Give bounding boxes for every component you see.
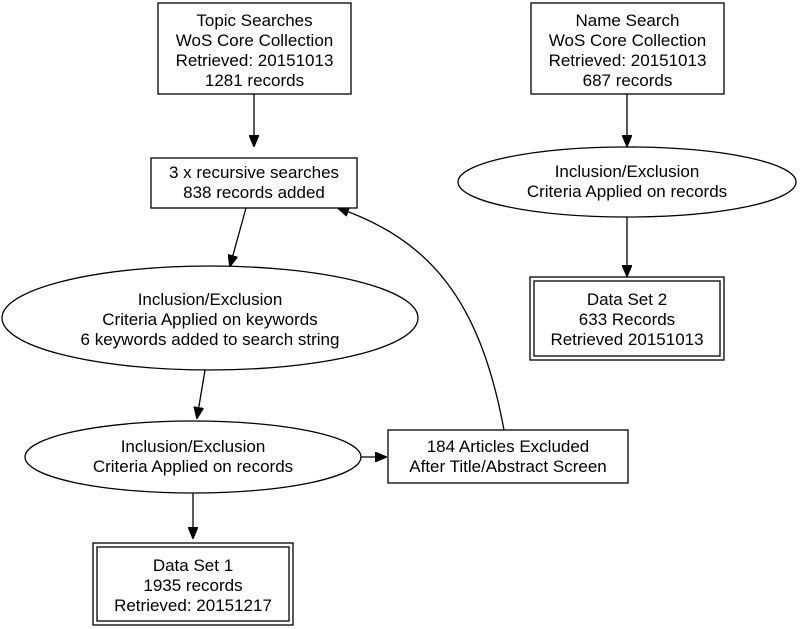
node-box: [157, 2, 352, 95]
node-line: 633 Records: [579, 310, 675, 329]
edge-excluded-to-recursive: [338, 208, 505, 431]
node-box: [150, 157, 358, 209]
node-line: 6 keywords added to search string: [81, 330, 340, 349]
node-line: 1935 records: [143, 576, 242, 595]
node-line: 1281 records: [205, 71, 304, 90]
node-line: WoS Core Collection: [549, 31, 706, 50]
node-line: 184 Articles Excluded: [427, 437, 590, 456]
node-line: After Title/Abstract Screen: [409, 457, 606, 476]
edge-keywords-to-records-left: [197, 369, 206, 418]
node-box: [387, 429, 629, 484]
node-topic-searches: Topic Searches WoS Core Collection Retri…: [157, 2, 352, 95]
node-line: Inclusion/Exclusion: [121, 437, 266, 456]
node-ellipse: [24, 420, 362, 494]
node-ellipse: [457, 146, 797, 218]
node-box: [530, 2, 725, 95]
node-line: 687 records: [583, 71, 673, 90]
node-line: Retrieved: 20151013: [549, 51, 707, 70]
edge-recursive-to-keywords: [230, 207, 247, 266]
node-line: Retrieved: 20151217: [114, 596, 272, 615]
node-line: 3 x recursive searches: [169, 163, 339, 182]
edges: [193, 94, 627, 538]
node-articles-excluded: 184 Articles Excluded After Title/Abstra…: [387, 429, 629, 484]
node-criteria-records-right: Inclusion/Exclusion Criteria Applied on …: [457, 146, 797, 218]
node-line: Inclusion/Exclusion: [555, 162, 700, 181]
node-line: Retrieved: 20151013: [176, 51, 334, 70]
node-line: Criteria Applied on records: [527, 182, 727, 201]
node-line: Inclusion/Exclusion: [138, 290, 283, 309]
node-line: Retrieved 20151013: [550, 330, 703, 349]
node-ellipse: [1, 265, 419, 371]
node-line: Criteria Applied on records: [93, 457, 293, 476]
node-line: Data Set 2: [587, 290, 667, 309]
node-line: WoS Core Collection: [176, 31, 333, 50]
node-data-set-2: Data Set 2 633 Records Retrieved 2015101…: [529, 276, 725, 361]
node-criteria-records-left: Inclusion/Exclusion Criteria Applied on …: [24, 420, 362, 494]
node-box-inner: [533, 280, 721, 357]
node-data-set-1: Data Set 1 1935 records Retrieved: 20151…: [92, 542, 294, 626]
node-recursive-searches: 3 x recursive searches 838 records added: [150, 157, 358, 209]
node-criteria-keywords: Inclusion/Exclusion Criteria Applied on …: [1, 265, 419, 371]
node-box-inner: [96, 546, 290, 622]
node-line: Data Set 1: [153, 556, 233, 575]
node-line: Criteria Applied on keywords: [102, 310, 317, 329]
node-line: 838 records added: [183, 183, 325, 202]
node-line: Name Search: [576, 11, 680, 30]
node-line: Topic Searches: [196, 11, 312, 30]
node-name-search: Name Search WoS Core Collection Retrieve…: [530, 2, 725, 95]
